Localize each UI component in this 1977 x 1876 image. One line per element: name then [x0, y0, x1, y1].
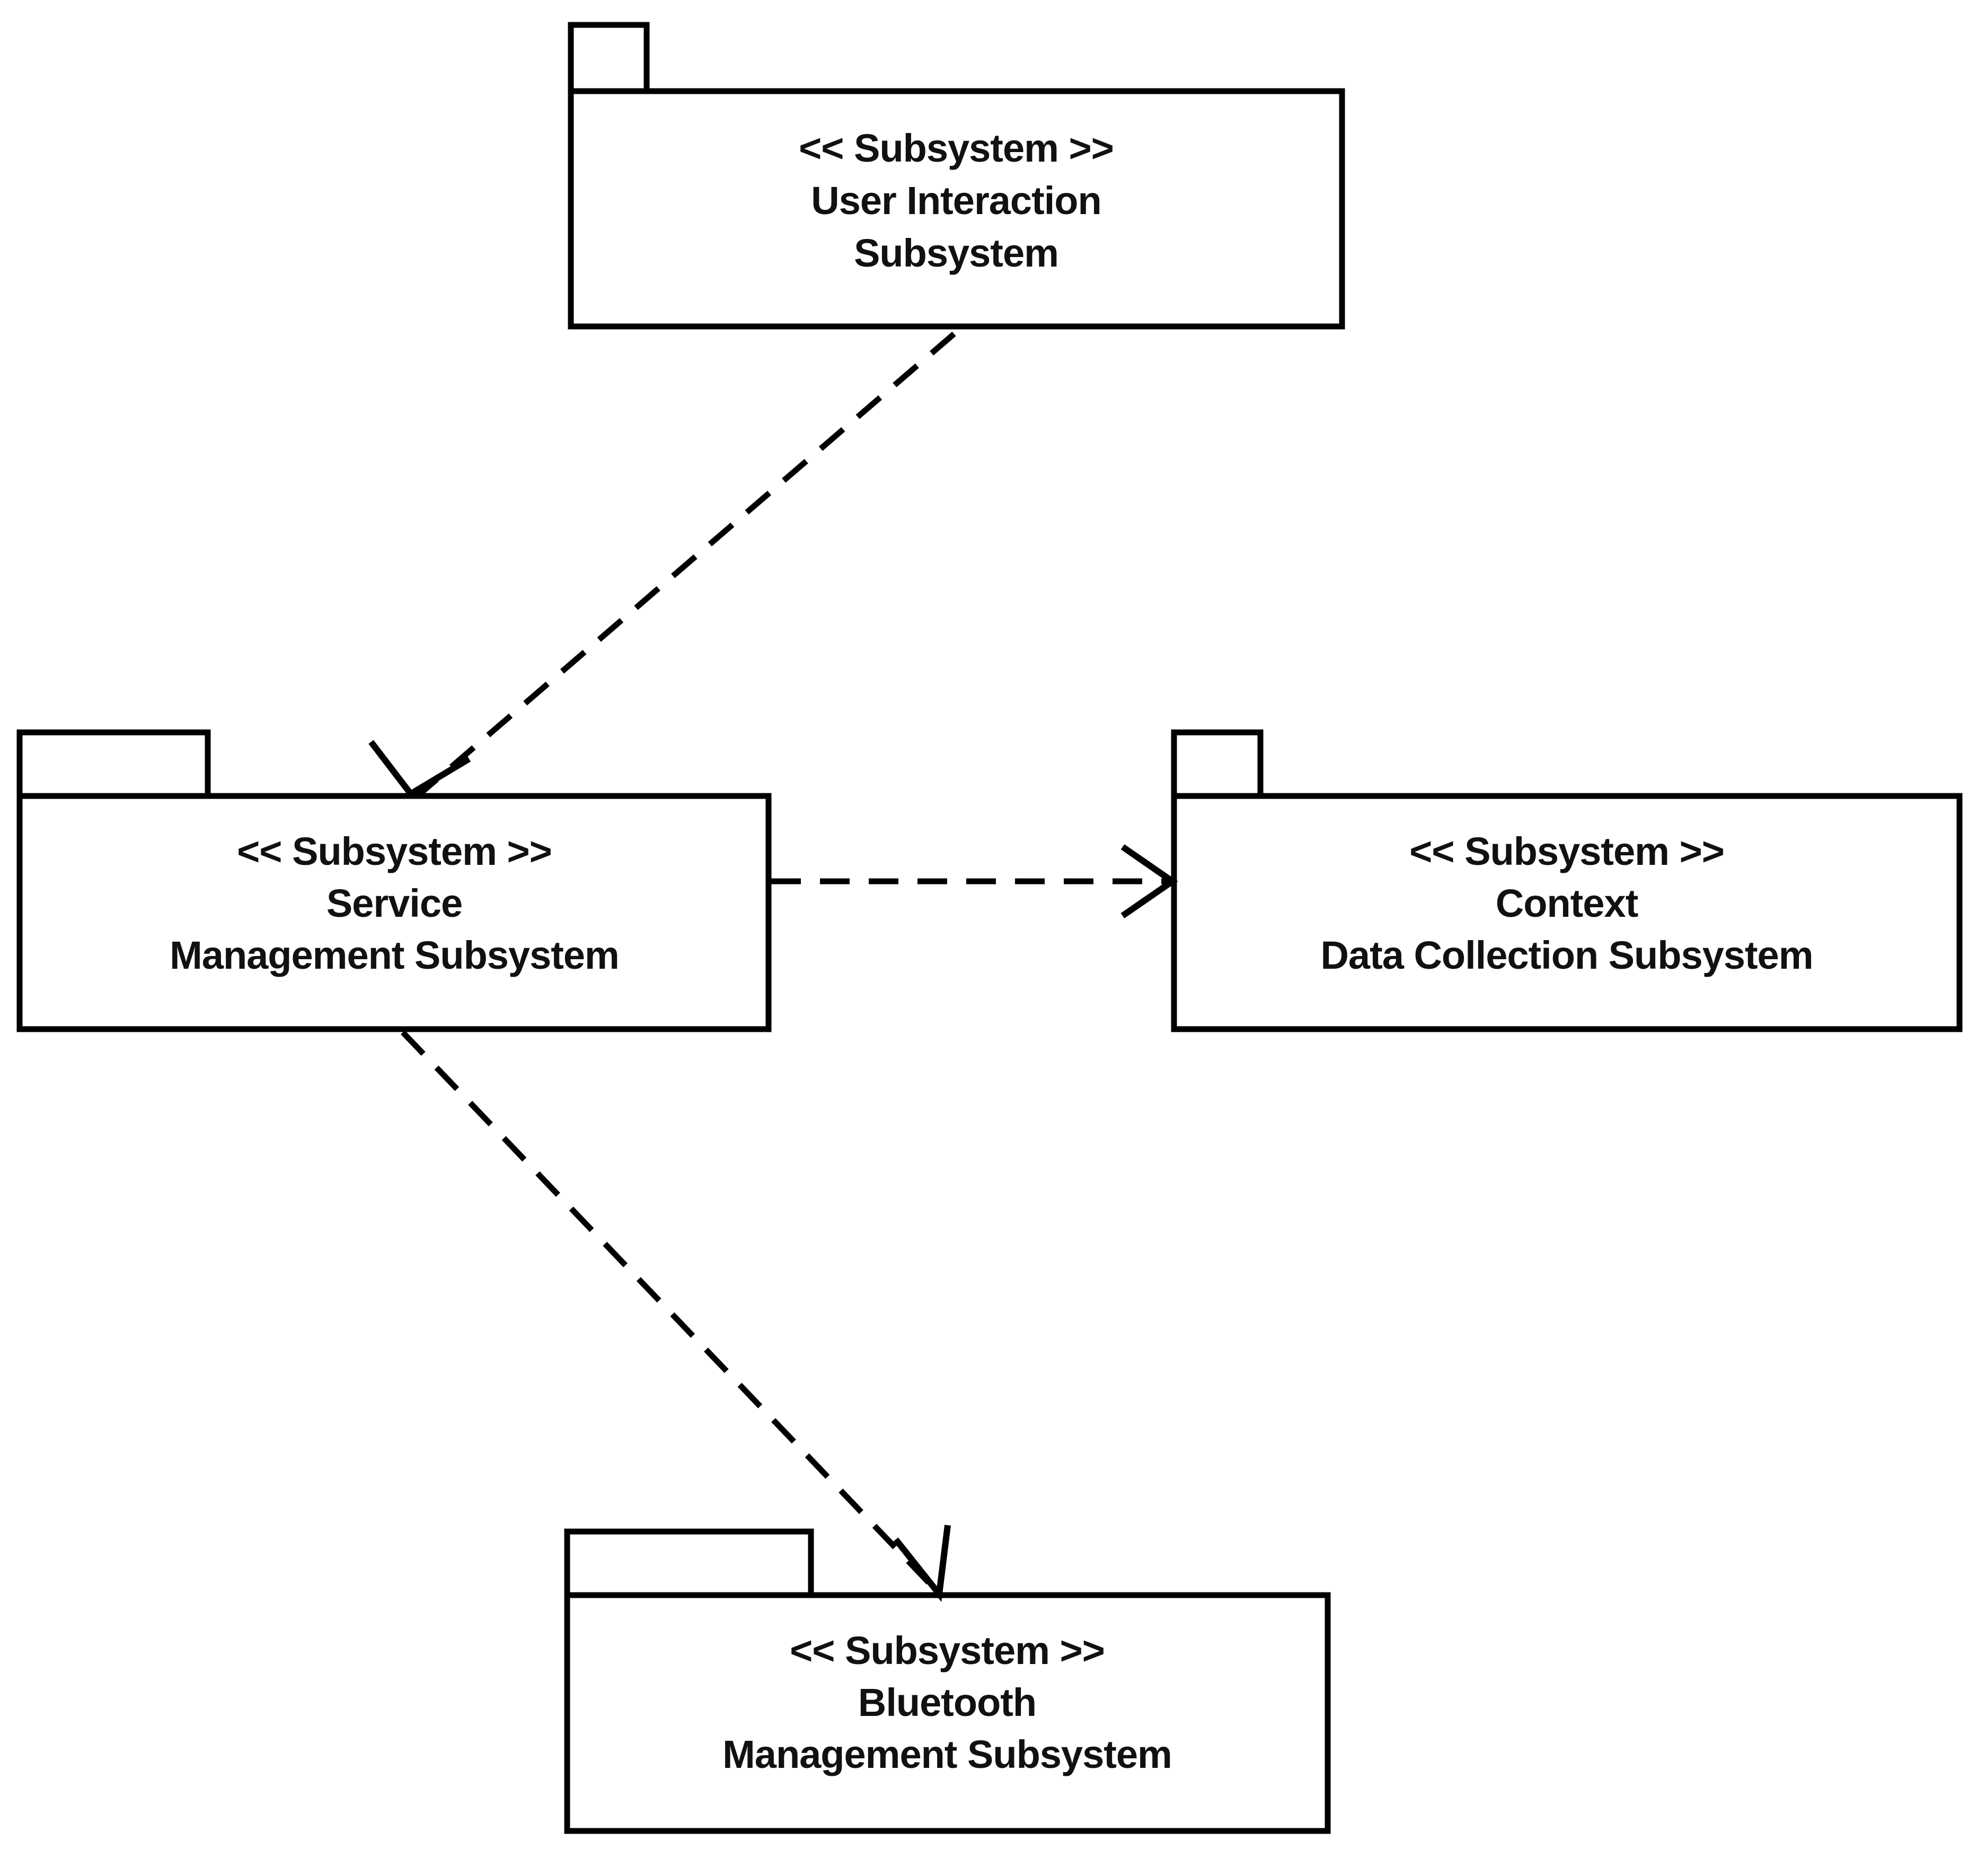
package-stereotype-bluetooth-management: << Subsystem >> [790, 1629, 1105, 1673]
package-name-line2-context-data-collection: Data Collection Subsystem [1320, 933, 1813, 977]
package-body-user-interaction [568, 88, 1345, 330]
package-body-context-data-collection [1171, 793, 1963, 1032]
package-name-line2-user-interaction: Subsystem [854, 231, 1058, 275]
package-service-management[interactable]: << Subsystem >> Service Management Subsy… [16, 729, 772, 1032]
package-name-line1-service-management: Service [326, 881, 462, 925]
dependency-user-interaction-to-service-management [368, 331, 956, 798]
package-name-line2-service-management: Management Subsystem [170, 933, 619, 977]
package-body-service-management [16, 793, 772, 1032]
package-user-interaction[interactable]: << Subsystem >> User Interaction Subsyst… [568, 22, 1345, 330]
dependency-arrowhead-icon [1120, 844, 1178, 918]
dependency-arrowhead-icon [893, 1525, 951, 1602]
dependency-line [401, 1030, 940, 1595]
package-context-data-collection[interactable]: << Subsystem >> Context Data Collection … [1171, 729, 1963, 1032]
package-stereotype-user-interaction: << Subsystem >> [799, 126, 1114, 170]
package-bluetooth-management[interactable]: << Subsystem >> Bluetooth Management Sub… [564, 1528, 1331, 1834]
package-tab-user-interaction [568, 22, 650, 94]
package-tab-bluetooth-management [564, 1528, 814, 1598]
package-tab-context-data-collection [1171, 729, 1264, 799]
package-stereotype-service-management: << Subsystem >> [237, 829, 552, 873]
dependency-arrowhead-icon [368, 740, 471, 798]
dependency-line [417, 331, 956, 798]
package-body-bluetooth-management [564, 1592, 1331, 1834]
dependency-service-management-to-bluetooth-management [401, 1030, 951, 1602]
package-name-line1-bluetooth-management: Bluetooth [858, 1680, 1036, 1724]
package-stereotype-context-data-collection: << Subsystem >> [1409, 829, 1724, 873]
package-name-line1-user-interaction: User Interaction [811, 179, 1101, 223]
package-name-line2-bluetooth-management: Management Subsystem [722, 1732, 1172, 1776]
dependency-service-management-to-context-data-collection [771, 844, 1178, 918]
package-name-line1-context-data-collection: Context [1496, 881, 1638, 925]
package-tab-service-management [16, 729, 211, 799]
